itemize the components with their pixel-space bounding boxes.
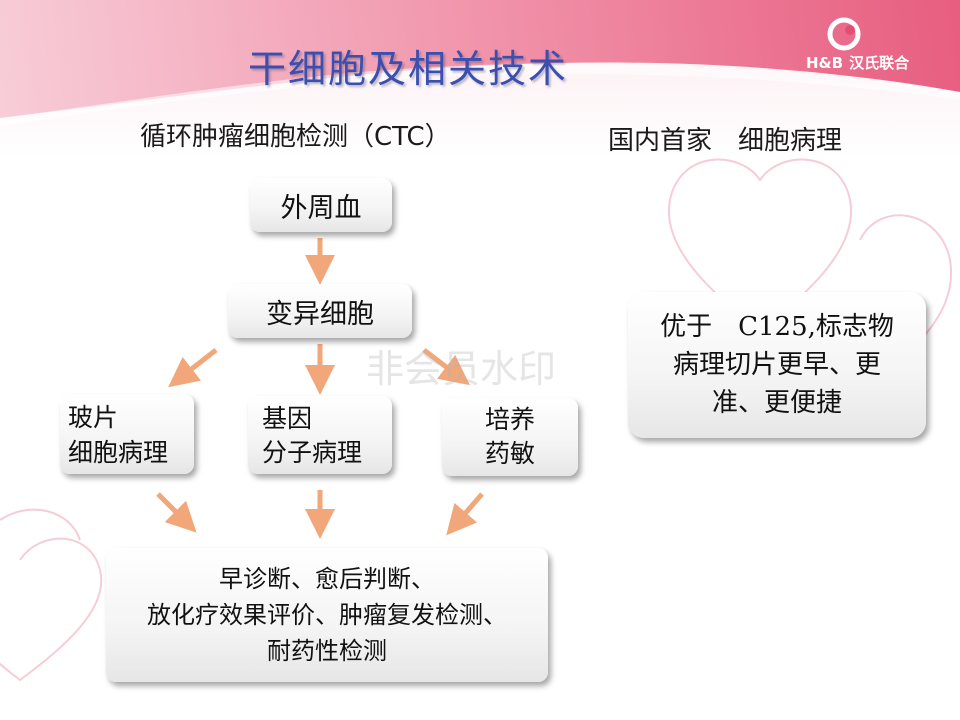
advantage-box: 优于 C125,标志物 病理切片更早、更 准、更便捷 bbox=[628, 292, 926, 438]
flow-node-gene-pathology: 基因 分子病理 bbox=[248, 396, 392, 474]
arrow-slide-to-result bbox=[156, 492, 197, 533]
flow-node-line2: 细胞病理 bbox=[68, 438, 169, 467]
flow-node-slide-pathology: 玻片 细胞病理 bbox=[60, 394, 194, 474]
flow-node-line1: 玻片 bbox=[68, 403, 119, 432]
flow-node-label: 变异细胞 bbox=[266, 298, 374, 330]
arrow-cells-to-slide bbox=[168, 348, 218, 388]
flow-node-line2: 分子病理 bbox=[262, 438, 363, 467]
flow-node-label: 外周血 bbox=[280, 192, 362, 224]
subtitle-pathology: 国内首家 细胞病理 bbox=[608, 126, 843, 156]
logo-text: H&B 汉氏联合 bbox=[806, 52, 909, 73]
advantage-line3: 准、更便捷 bbox=[711, 388, 842, 418]
page-title: 干细胞及相关技术 bbox=[248, 47, 569, 91]
flow-node-line2: 放化疗效果评价、肿瘤复发检测、 bbox=[147, 601, 507, 629]
flow-node-line2: 药敏 bbox=[484, 439, 535, 468]
flow-node-line1: 早诊断、愈后判断、 bbox=[219, 565, 435, 593]
company-logo: H&B 汉氏联合 bbox=[806, 16, 946, 72]
flow-node-outcomes: 早诊断、愈后判断、 放化疗效果评价、肿瘤复发检测、 耐药性检测 bbox=[106, 548, 548, 682]
flow-node-peripheral-blood: 外周血 bbox=[250, 178, 392, 232]
logo-circle-icon bbox=[827, 17, 861, 51]
flow-node-mutant-cells: 变异细胞 bbox=[228, 284, 412, 338]
watermark: 非会员水印 bbox=[366, 347, 557, 391]
advantage-line1: 优于 C125,标志物 bbox=[660, 312, 894, 342]
arrow-cells-to-culture bbox=[422, 348, 470, 386]
logo-name: 汉氏联合 bbox=[849, 54, 910, 72]
flow-node-culture-sensitivity: 培养 药敏 bbox=[442, 398, 578, 476]
logo-brand: H&B bbox=[806, 54, 844, 72]
header-banner bbox=[0, 0, 960, 126]
flow-node-line3: 耐药性检测 bbox=[267, 637, 387, 665]
arrow-culture-to-result bbox=[446, 492, 484, 536]
flow-node-line1: 基因 bbox=[262, 404, 313, 433]
advantage-line2: 病理切片更早、更 bbox=[672, 350, 881, 380]
flow-node-line1: 培养 bbox=[484, 405, 535, 434]
subtitle-ctc: 循环肿瘤细胞检测（CTC） bbox=[140, 122, 451, 152]
